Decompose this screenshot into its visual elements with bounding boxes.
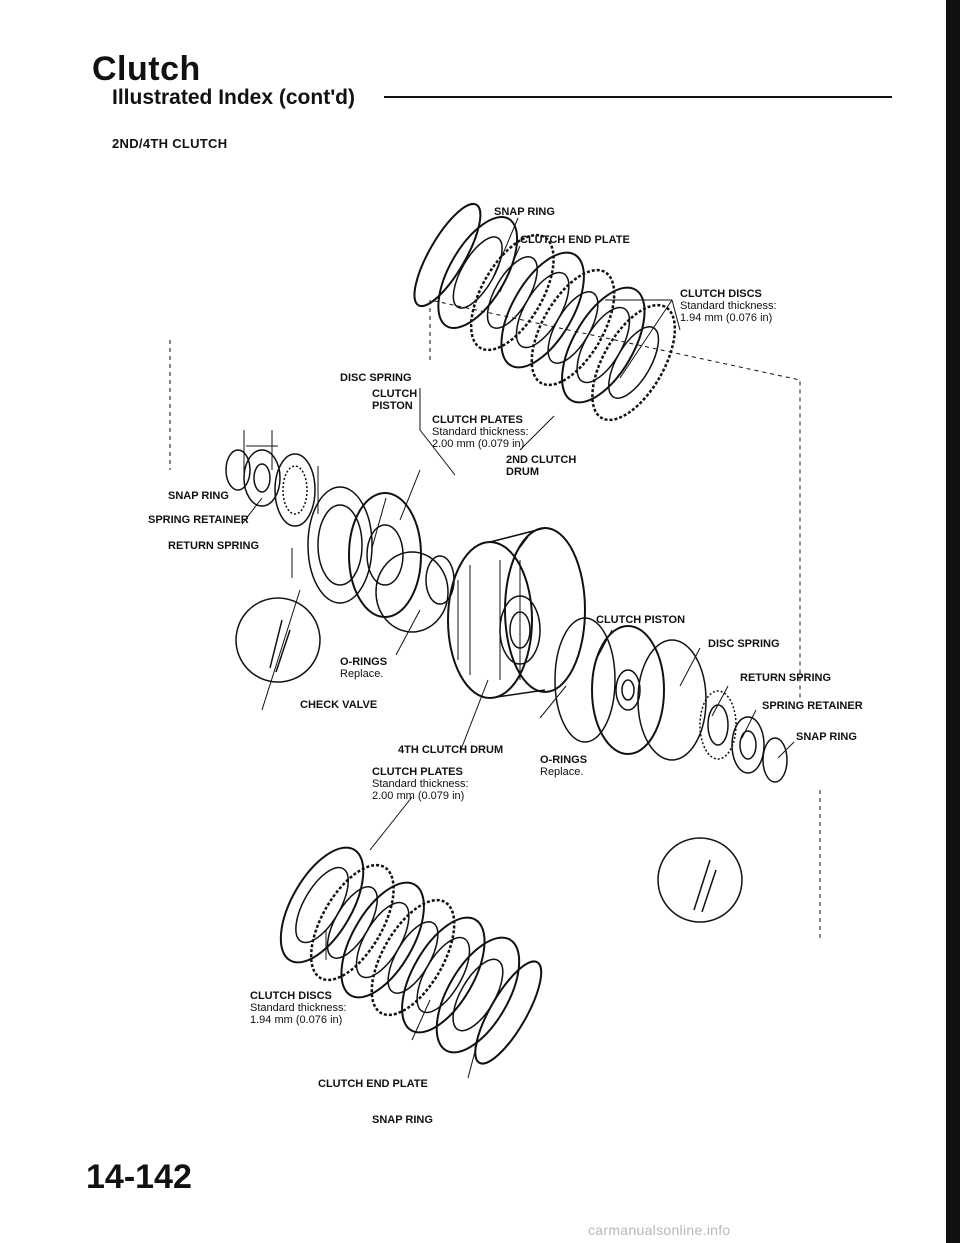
label-clutch-plates-mid: CLUTCH PLATES xyxy=(432,414,523,426)
left-o-ring-large xyxy=(375,551,449,633)
leader-lines xyxy=(169,217,821,1079)
right-piston-stack xyxy=(554,617,788,783)
right-o-ring-large xyxy=(554,617,616,743)
lower-snap-ring xyxy=(474,960,543,1065)
label-return-spring-left: RETURN SPRING xyxy=(168,540,260,552)
label-clutch-piston-left-1: CLUTCH xyxy=(372,388,418,400)
label-clutch-plates-low: CLUTCH PLATES xyxy=(372,766,463,778)
page-number: 14-142 xyxy=(86,1158,192,1196)
label-clutch-plates-mid-spec1: Standard thickness: xyxy=(432,426,529,438)
label-4th-clutch-drum: 4TH CLUTCH DRUM xyxy=(398,744,504,756)
label-return-spring-right: RETURN SPRING xyxy=(740,672,832,684)
lower-plate-3 xyxy=(401,916,486,1034)
label-disc-spring-right: DISC SPRING xyxy=(708,638,780,650)
label-2nd-clutch-drum-2: DRUM xyxy=(506,466,539,478)
label-spring-retainer-left: SPRING RETAINER xyxy=(148,514,249,526)
label-clutch-discs-low: CLUTCH DISCS xyxy=(250,990,332,1002)
check-valve-detail xyxy=(235,597,321,683)
right-spring-retainer-part xyxy=(731,716,765,774)
label-disc-spring-left: DISC SPRING xyxy=(340,372,412,384)
label-snap-ring-left: SNAP RING xyxy=(168,490,229,502)
label-clutch-end-plate-top: CLUTCH END PLATE xyxy=(520,234,630,246)
label-clutch-end-plate-low: CLUTCH END PLATE xyxy=(318,1078,428,1090)
label-clutch-discs-top-spec2: 1.94 mm (0.076 in) xyxy=(680,312,773,324)
label-o-rings-right: O-RINGS xyxy=(540,754,588,766)
label-snap-ring-low: SNAP RING xyxy=(372,1114,433,1126)
upper-disc-1 xyxy=(469,233,555,352)
label-clutch-discs-low-spec2: 1.94 mm (0.076 in) xyxy=(250,1014,343,1026)
right-clutch-piston-part xyxy=(591,625,665,755)
label-clutch-discs-top-spec1: Standard thickness: xyxy=(680,300,777,312)
watermark: carmanualsonline.info xyxy=(588,1222,731,1238)
lower-plate-1 xyxy=(279,846,365,964)
page-title: Clutch xyxy=(92,50,201,88)
label-o-rings-left: O-RINGS xyxy=(340,656,388,668)
right-return-spring-part xyxy=(699,690,737,760)
label-snap-ring-top: SNAP RING xyxy=(494,206,555,218)
label-clutch-piston-left-2: PISTON xyxy=(372,400,413,412)
page-edge-bar xyxy=(946,0,960,1243)
upper-snap-ring xyxy=(413,202,482,308)
label-clutch-discs-low-spec1: Standard thickness: xyxy=(250,1002,347,1014)
upper-plate-1 xyxy=(500,251,585,369)
left-disc-spring-part xyxy=(307,486,373,604)
right-snap-ring-part xyxy=(762,737,788,783)
section-heading: 2ND/4TH CLUTCH xyxy=(112,136,228,151)
label-clutch-plates-mid-spec2: 2.00 mm (0.079 in) xyxy=(432,438,525,450)
upper-plate-2 xyxy=(561,286,646,404)
lower-end-plate xyxy=(435,936,521,1054)
label-2nd-clutch-drum-1: 2ND CLUTCH xyxy=(506,454,577,466)
page-subtitle: Illustrated Index (cont'd) xyxy=(112,86,356,109)
label-clutch-plates-low-spec2: 2.00 mm (0.079 in) xyxy=(372,790,465,802)
label-clutch-piston-right: CLUTCH PISTON xyxy=(596,614,686,626)
lower-plate-2 xyxy=(340,881,425,999)
lower-disc-2 xyxy=(370,898,456,1017)
lower-disc-1 xyxy=(309,863,395,982)
label-clutch-plates-low-spec1: Standard thickness: xyxy=(372,778,469,790)
label-check-valve: CHECK VALVE xyxy=(300,699,378,711)
label-o-rings-left-note: Replace. xyxy=(340,668,384,680)
left-return-spring-part xyxy=(274,453,316,527)
upper-clutch-pack xyxy=(413,202,677,422)
left-snap-ring-part xyxy=(225,449,251,491)
right-disc-spring-part xyxy=(637,639,707,761)
right-o-ring-detail xyxy=(657,837,743,923)
label-clutch-discs-top: CLUTCH DISCS xyxy=(680,288,762,300)
upper-disc-3 xyxy=(591,303,677,422)
label-spring-retainer-right: SPRING RETAINER xyxy=(762,700,863,712)
label-snap-ring-right: SNAP RING xyxy=(796,731,857,743)
lower-clutch-pack xyxy=(279,846,543,1065)
upper-end-plate xyxy=(437,216,519,329)
upper-disc-2 xyxy=(530,268,616,387)
title-rule xyxy=(384,96,892,98)
left-clutch-piston-part xyxy=(348,492,422,618)
label-o-rings-right-note: Replace. xyxy=(540,766,584,778)
central-clutch-drum xyxy=(447,527,586,699)
